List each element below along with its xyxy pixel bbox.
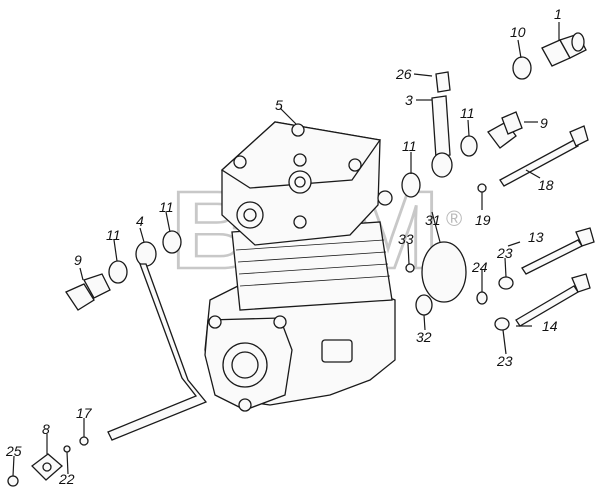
label-11-mid: 11 (402, 138, 417, 154)
head-outlet-inner (243, 208, 257, 222)
label-32: 32 (416, 329, 432, 345)
part-washer-19 (477, 183, 487, 193)
part-fitting-9b (65, 273, 111, 311)
part-tube-3 (431, 95, 451, 159)
flange-bolt (273, 315, 287, 329)
part-ring-32 (415, 294, 433, 316)
head-bolt (233, 155, 247, 169)
label-3: 3 (405, 92, 413, 108)
compressor-assembly (204, 121, 396, 412)
label-11-top: 11 (460, 105, 475, 121)
label-22: 22 (58, 471, 75, 487)
part-nut-17 (79, 436, 89, 446)
label-11-left-upper: 11 (159, 199, 174, 215)
head-bolt (291, 123, 305, 137)
part-fitting-1 (541, 32, 587, 67)
part-bolt-18 (499, 125, 589, 187)
flange-bore-inner (231, 351, 259, 379)
head-bolt (293, 153, 307, 167)
head-port-inner (294, 176, 306, 188)
head-bolt (293, 215, 307, 229)
leader-lines (12, 22, 560, 477)
label-8: 8 (42, 421, 50, 437)
part-ring-25 (7, 475, 19, 487)
label-26: 26 (395, 66, 412, 82)
part-tube-3-banjo (431, 152, 453, 178)
label-4: 4 (136, 213, 144, 229)
part-bolt-14 (515, 273, 591, 327)
part-nut-23b (494, 317, 510, 331)
part-ring-10 (512, 56, 532, 80)
label-13: 13 (528, 229, 544, 245)
label-9-left: 9 (74, 252, 82, 268)
flange-bolt (208, 315, 222, 329)
label-18: 18 (538, 177, 554, 193)
label-10: 10 (510, 24, 526, 40)
label-11-left-lower: 11 (106, 227, 121, 243)
registered-mark: ® (446, 206, 462, 231)
part-flange-8 (31, 453, 63, 481)
part-nut-23a (498, 276, 514, 290)
side-cover (321, 339, 353, 363)
part-fitting-9a (487, 111, 523, 149)
part-ring-11d (162, 230, 182, 254)
label-5: 5 (275, 97, 283, 113)
label-24: 24 (471, 259, 488, 275)
label-14: 14 (542, 318, 558, 334)
label-25: 25 (5, 443, 22, 459)
part-washer-22 (63, 445, 71, 453)
label-1: 1 (554, 6, 562, 22)
callout-labels: 1 10 26 3 5 11 9 11 18 4 11 11 31 19 33 … (5, 6, 562, 487)
label-31: 31 (425, 212, 441, 228)
label-17: 17 (76, 405, 93, 421)
label-23-lower: 23 (496, 353, 513, 369)
part-ring-11b (401, 172, 421, 198)
head-bolt (348, 158, 362, 172)
head-side-bolt (377, 190, 393, 206)
label-19: 19 (475, 212, 491, 228)
part-washer-33 (405, 263, 415, 273)
part-ring-11c (108, 260, 128, 284)
label-23-upper: 23 (496, 245, 513, 261)
part-ring-11a (460, 135, 478, 157)
flange-bolt (238, 398, 252, 412)
part-oring-31 (421, 241, 467, 303)
part-pipe-4 (107, 241, 208, 441)
label-9-top: 9 (540, 115, 548, 131)
label-33: 33 (398, 231, 414, 247)
part-bolt-13 (521, 227, 595, 275)
part-cap-26 (435, 71, 451, 93)
part-washer-24 (476, 291, 488, 305)
